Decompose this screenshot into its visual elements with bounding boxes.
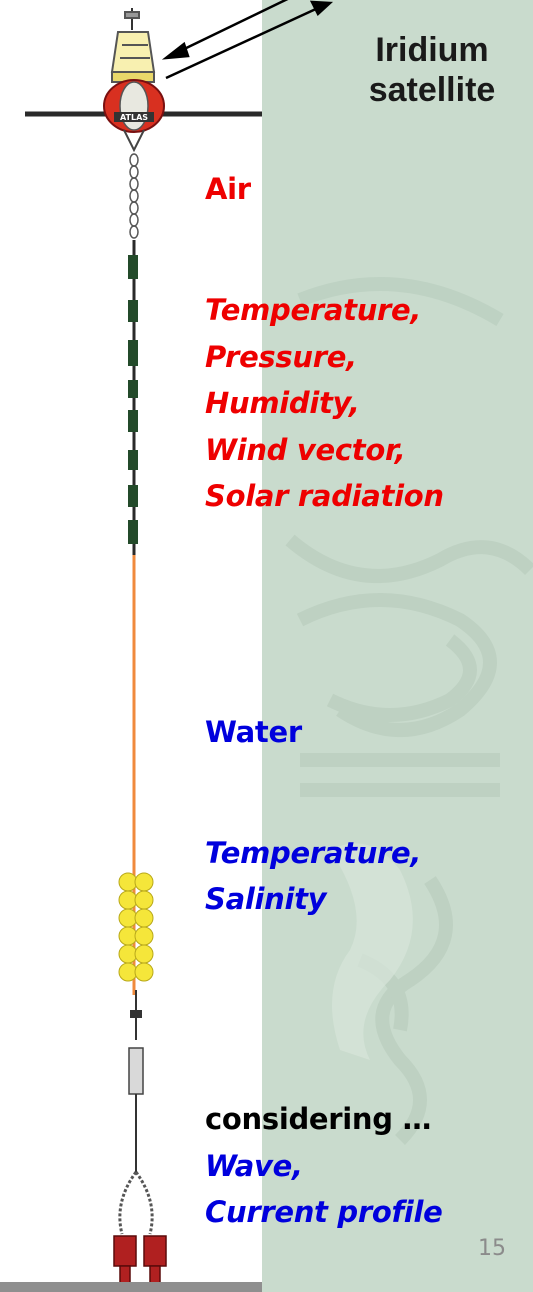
water-item-salinity: Salinity: [205, 882, 327, 916]
buoy-tower: [110, 8, 156, 83]
seafloor: [0, 1282, 262, 1292]
anchor-weights: [113, 1235, 167, 1287]
air-item-wind-vector: Wind vector,: [205, 433, 406, 467]
anchor-bridle: [118, 1171, 154, 1235]
considering-heading: considering …: [205, 1102, 432, 1136]
considering-item-current-profile: Current profile: [205, 1195, 443, 1229]
satellite-label-line1: Iridium: [375, 31, 489, 69]
mooring-chain: [129, 153, 139, 239]
satellite-label-line2: satellite: [368, 71, 496, 109]
water-heading: Water: [205, 715, 302, 749]
air-item-solar-radiation: Solar radiation: [205, 479, 444, 513]
satellite-link-arrows: [161, 0, 334, 80]
page-number: 15: [478, 1236, 506, 1261]
buoy-name-label: ATLAS: [120, 113, 148, 122]
air-item-temperature: Temperature,: [205, 293, 422, 327]
glass-floats: [118, 872, 154, 982]
considering-item-wave: Wave,: [205, 1149, 303, 1183]
buoy-float: [103, 79, 165, 133]
air-item-pressure: Pressure,: [205, 340, 357, 374]
buoy-bridle: [123, 129, 145, 153]
sensor-clamps: [128, 255, 138, 544]
air-heading: Air: [205, 172, 251, 206]
water-item-temperature: Temperature,: [205, 836, 422, 870]
air-item-humidity: Humidity,: [205, 386, 360, 420]
satellite-label: Iridium satellite: [332, 30, 532, 110]
acoustic-release: [128, 990, 144, 1172]
